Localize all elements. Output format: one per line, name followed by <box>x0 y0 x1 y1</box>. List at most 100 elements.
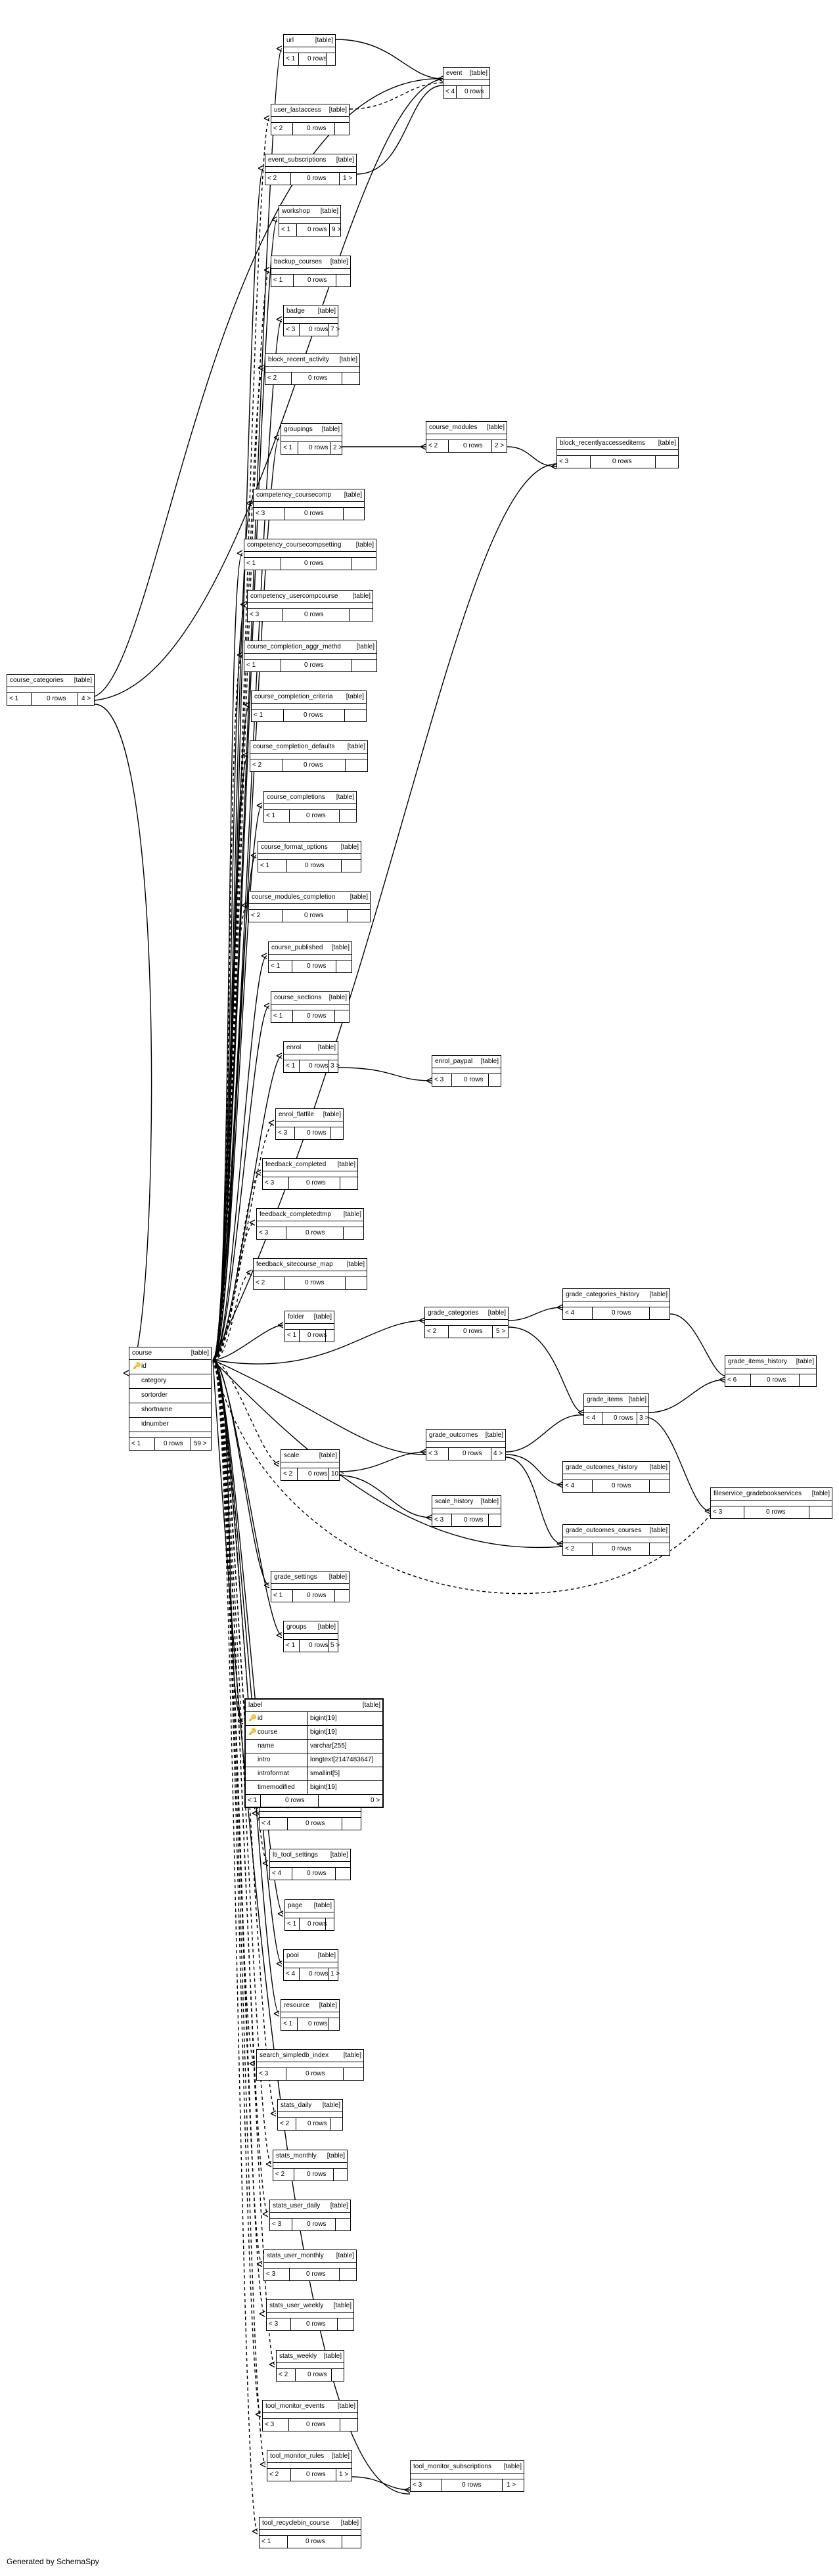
relationship-arrowhead <box>426 1514 432 1521</box>
table-name: url <box>286 37 294 44</box>
row-count: 0 rows <box>307 226 327 233</box>
relationship-arrowhead <box>249 2060 256 2067</box>
spacer <box>725 1368 816 1374</box>
children-count: 5 > <box>330 1642 340 1649</box>
table-name: grade_items_history <box>728 1358 788 1365</box>
parents-count: < 1 <box>131 1440 141 1447</box>
spacer <box>584 1407 648 1412</box>
parents-count: < 3 <box>250 611 260 618</box>
column-name: shortname <box>141 1406 173 1413</box>
table-name: course_sections <box>274 994 322 1001</box>
row-count: 0 rows <box>305 1279 325 1286</box>
parents-count: < 2 <box>565 1545 575 1552</box>
relationship-line <box>212 1359 280 2014</box>
table-kind: [table] <box>317 1623 336 1631</box>
row-count: 0 rows <box>309 1642 329 1649</box>
table-name: event_subscriptions <box>268 156 327 164</box>
table-kind: [table] <box>321 426 340 433</box>
table-kind: [table] <box>362 1702 380 1709</box>
spacer <box>284 1962 338 1968</box>
row-count: 0 rows <box>462 2481 482 2489</box>
parents-count: < 2 <box>428 442 438 449</box>
relationship-arrowhead <box>277 1910 284 1917</box>
relationship-line <box>212 754 249 1361</box>
row-count: 0 rows <box>463 1450 482 1457</box>
relationship-arrowhead <box>237 550 243 556</box>
table-name: tool_recyclebin_course <box>262 2520 330 2527</box>
column-type: smallint[5] <box>310 1770 340 1777</box>
relationship-line <box>212 1359 563 1548</box>
relationship-arrowhead <box>276 316 283 323</box>
parents-count: < 4 <box>261 1820 271 1827</box>
course-table[interactable]: course[table] 🔑id category sortorder sho… <box>129 1347 212 1451</box>
relationship-arrowhead <box>556 1541 563 1547</box>
parents-count: < 1 <box>283 444 293 451</box>
spacer <box>250 754 367 759</box>
column-type: varchar[255] <box>310 1742 347 1750</box>
table-kind: [table] <box>346 693 364 700</box>
spacer <box>254 502 364 508</box>
table-name: block_recent_activity <box>268 356 329 363</box>
table-name: course_categories <box>10 677 64 684</box>
relationship-arrowhead <box>259 2311 265 2317</box>
